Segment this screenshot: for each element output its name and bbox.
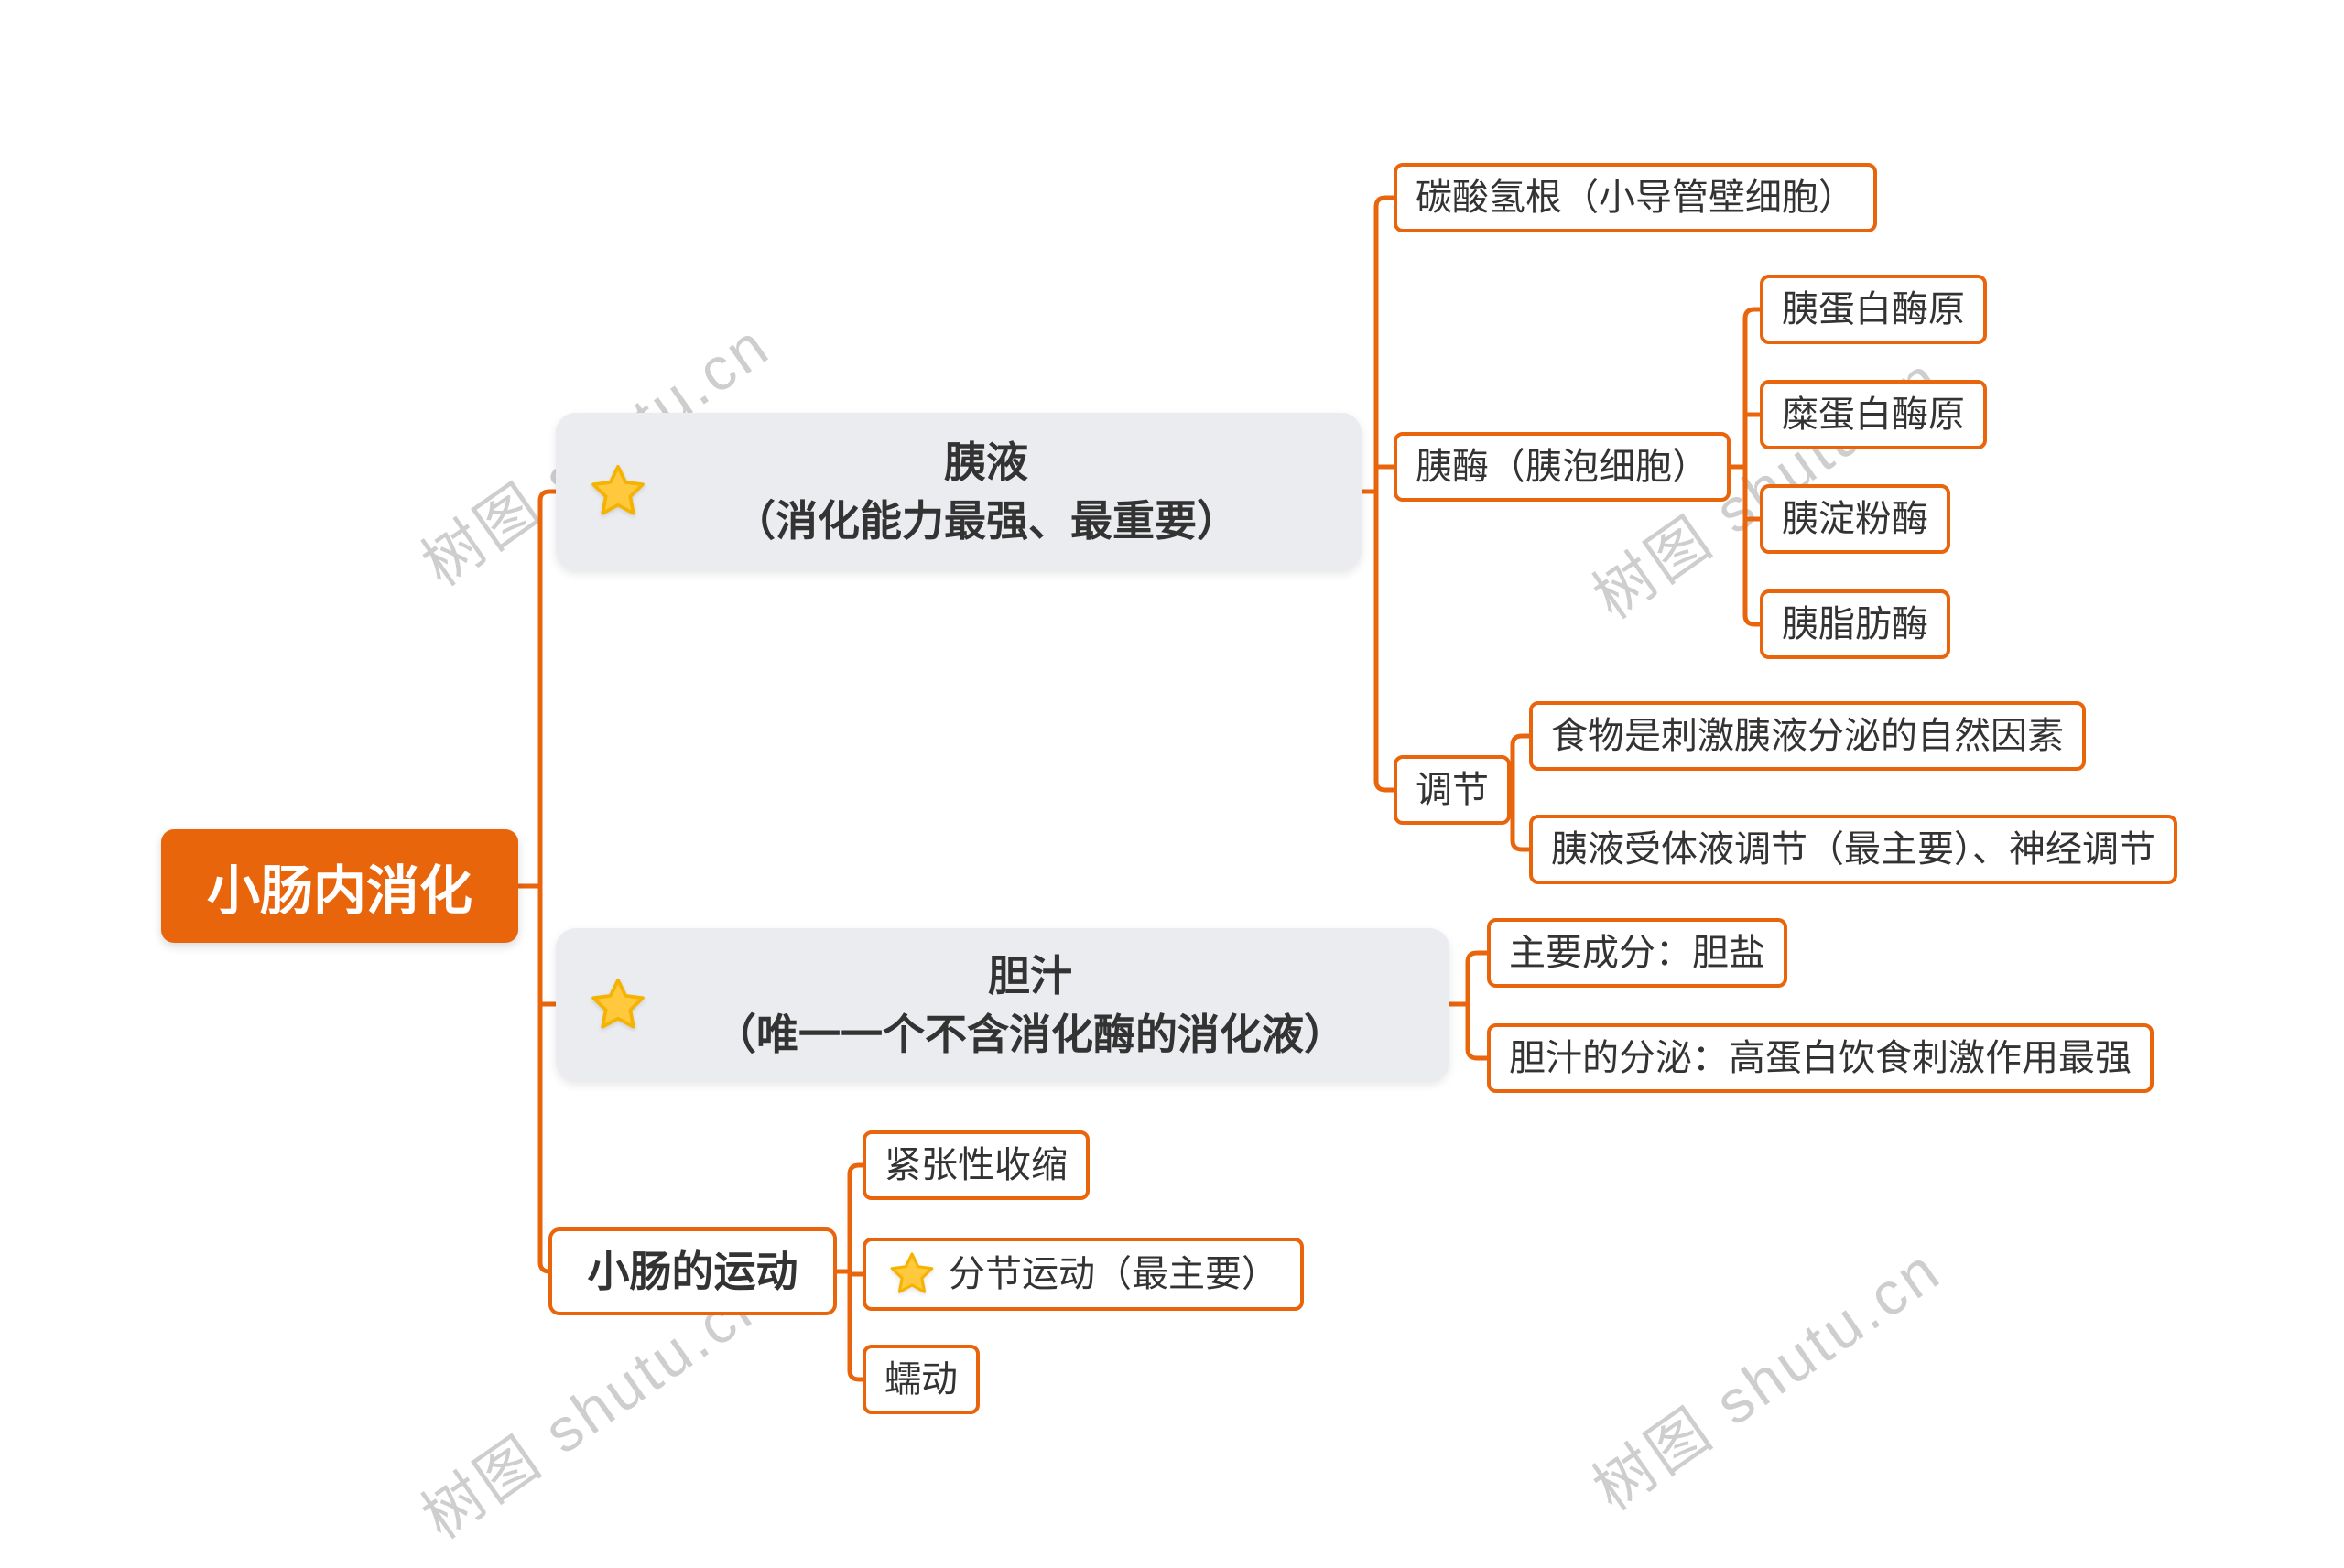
branch-intestinal-movement[interactable]: 小肠的运动 xyxy=(548,1227,837,1315)
branch-pancreatic-juice[interactable]: 胰液 （消化能力最强、最重要） xyxy=(556,413,1362,570)
node-peristalsis[interactable]: 蠕动 xyxy=(863,1345,980,1414)
node-bile-secretion[interactable]: 胆汁的分泌：高蛋白饮食刺激作用最强 xyxy=(1487,1023,2154,1093)
node-chymotrypsinogen[interactable]: 糜蛋白酶原 xyxy=(1760,380,1987,449)
node-tonic-contraction[interactable]: 紧张性收缩 xyxy=(863,1130,1090,1200)
node-regulation-food[interactable]: 食物是刺激胰液分泌的自然因素 xyxy=(1529,701,2086,771)
branch-label: 胆汁 （唯一一个不含消化酶的消化液） xyxy=(659,946,1346,1064)
branch-label: 胰液 （消化能力最强、最重要） xyxy=(678,433,1239,550)
root-node[interactable]: 小肠内消化 xyxy=(161,829,518,943)
node-amylase[interactable]: 胰淀粉酶 xyxy=(1760,484,1950,554)
star-icon xyxy=(589,462,647,521)
node-bile-component[interactable]: 主要成分：胆盐 xyxy=(1487,918,1787,988)
node-regulation[interactable]: 调节 xyxy=(1394,755,1511,825)
branch-subtitle: （唯一一个不含消化酶的消化液） xyxy=(714,1010,1346,1058)
star-icon xyxy=(888,1250,936,1298)
branch-subtitle: （消化能力最强、最重要） xyxy=(733,497,1239,545)
node-lipase[interactable]: 胰脂肪酶 xyxy=(1760,589,1950,659)
node-trypsinogen[interactable]: 胰蛋白酶原 xyxy=(1760,275,1987,344)
branch-bile[interactable]: 胆汁 （唯一一个不含消化酶的消化液） xyxy=(556,928,1449,1081)
node-segmentation[interactable]: 分节运动（最主要） xyxy=(863,1238,1304,1311)
node-bicarbonate[interactable]: 碳酸氢根（小导管壁细胞） xyxy=(1394,163,1877,232)
node-regulation-humoral[interactable]: 胰液受体液调节（最主要）、神经调节 xyxy=(1529,815,2177,884)
branch-title: 胆汁 xyxy=(988,951,1072,1000)
node-pancreatic-enzymes[interactable]: 胰酶（胰泡细胞） xyxy=(1394,432,1731,502)
branch-title: 胰液 xyxy=(944,438,1028,486)
node-label: 分节运动（最主要） xyxy=(949,1254,1278,1294)
star-icon xyxy=(589,976,647,1034)
